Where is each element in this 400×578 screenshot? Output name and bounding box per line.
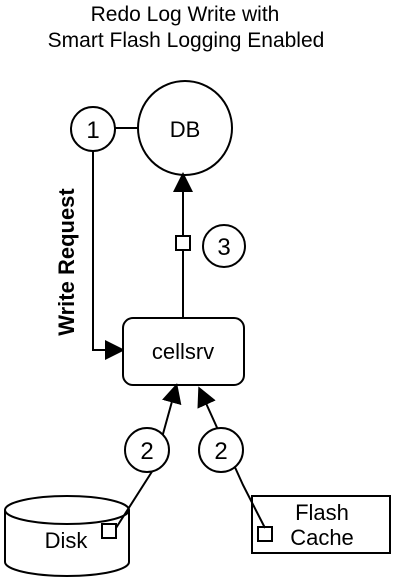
disk-label: Disk xyxy=(45,528,89,553)
flash-cache-marker xyxy=(257,526,273,542)
db-label: DB xyxy=(170,117,201,142)
write-request-label: Write Request xyxy=(54,188,79,336)
step-2-right-circle xyxy=(198,427,244,473)
diagram-title-line-1: Redo Log Write with xyxy=(91,3,280,26)
disk-marker xyxy=(101,523,117,539)
step-2-left-label: 2 xyxy=(140,438,153,465)
diagram-title-line-2: Smart Flash Logging Enabled xyxy=(48,29,325,52)
cellsrv-label: cellsrv xyxy=(152,339,214,364)
write-request-arrow xyxy=(92,151,125,360)
step-1-label: 1 xyxy=(86,117,99,144)
disk-node xyxy=(4,495,130,577)
flash-cache-to-cellsrv-arrow xyxy=(197,386,266,529)
step-2-right-label: 2 xyxy=(214,438,227,465)
flash-cache-label-line-2: Cache xyxy=(290,525,354,550)
step-3-label: 3 xyxy=(217,234,230,261)
step-3-marker xyxy=(175,235,191,251)
flash-cache-label-line-1: Flash xyxy=(295,500,349,525)
step-2-left-circle xyxy=(124,427,170,473)
step-3-circle xyxy=(202,224,246,268)
flash-cache-node xyxy=(251,495,391,554)
